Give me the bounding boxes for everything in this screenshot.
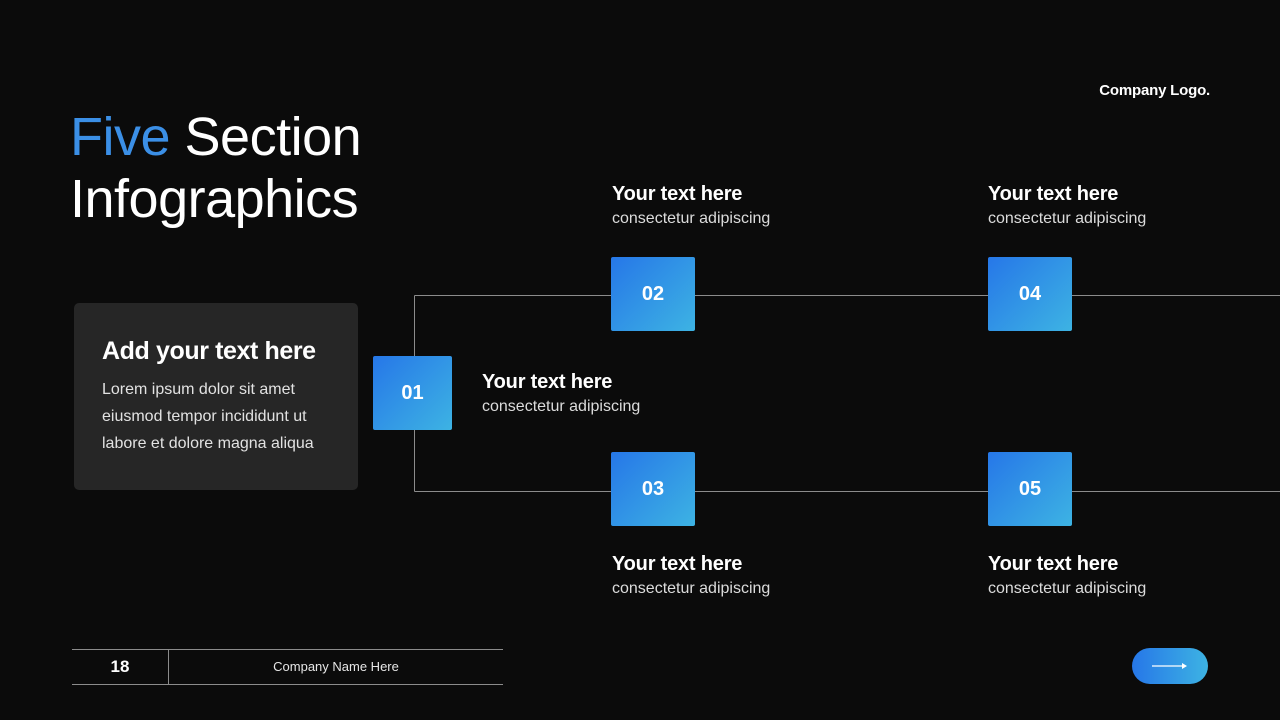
title-rest: Section	[170, 107, 362, 167]
step-04-title: Your text here	[988, 183, 1119, 205]
lead-card-heading: Add your text here	[102, 337, 316, 365]
footer-divider	[168, 650, 169, 684]
page-title: Five Section Infographics	[70, 106, 362, 230]
step-01-subtitle: consectetur adipiscing	[482, 398, 641, 415]
step-01-title: Your text here	[482, 371, 613, 393]
step-04-box: 04	[988, 257, 1072, 331]
step-05-subtitle: consectetur adipiscing	[988, 580, 1147, 597]
title-line2: Infographics	[70, 169, 359, 229]
next-slide-button[interactable]	[1132, 648, 1208, 684]
step-01-text: Your text here consectetur adipiscing	[482, 369, 640, 419]
arrow-right-icon	[1152, 663, 1187, 669]
lead-text-card: Add your text here Lorem ipsum dolor sit…	[74, 303, 358, 490]
step-02-title: Your text here	[612, 183, 743, 205]
step-05-text: Your text here consectetur adipiscing	[988, 551, 1146, 601]
step-01-box: 01	[373, 356, 452, 430]
step-04-subtitle: consectetur adipiscing	[988, 210, 1147, 227]
step-03-box: 03	[611, 452, 695, 526]
step-02-text: Your text here consectetur adipiscing	[612, 181, 770, 231]
step-02-subtitle: consectetur adipiscing	[612, 210, 771, 227]
step-03-subtitle: consectetur adipiscing	[612, 580, 771, 597]
step-02-box: 02	[611, 257, 695, 331]
footer-company-name: Company Name Here	[273, 659, 399, 674]
step-03-text: Your text here consectetur adipiscing	[612, 551, 770, 601]
page-number: 18	[110, 657, 130, 676]
footer-top-rule	[72, 649, 503, 650]
step-03-title: Your text here	[612, 553, 743, 575]
lead-card-body: Lorem ipsum dolor sit amet eiusmod tempo…	[102, 381, 314, 452]
title-accent: Five	[70, 107, 171, 167]
company-logo: Company Logo.	[1099, 82, 1210, 99]
step-04-text: Your text here consectetur adipiscing	[988, 181, 1146, 231]
step-05-box: 05	[988, 452, 1072, 526]
footer-bottom-rule	[72, 684, 503, 685]
step-05-title: Your text here	[988, 553, 1119, 575]
